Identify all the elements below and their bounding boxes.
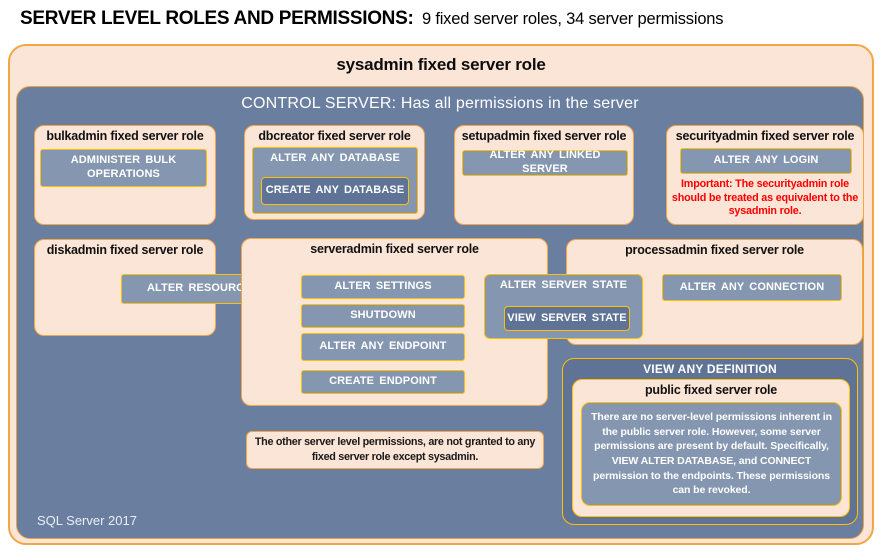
control-server-box: CONTROL SERVER: Has all permissions in t… <box>16 86 864 539</box>
perm-alter-any-login: ALTER ANY LOGIN <box>680 148 852 174</box>
perm-alter-any-endpoint: ALTER ANY ENDPOINT <box>301 333 465 361</box>
bulkadmin-role-box: bulkadmin fixed server role ADMINISTER B… <box>34 125 216 225</box>
processadmin-role-label: processadmin fixed server role <box>625 243 804 257</box>
view-any-definition-label: VIEW ANY DEFINITION <box>643 362 777 376</box>
perm-alter-any-database: ALTER ANY DATABASE CREATE ANY DATABASE <box>252 147 418 214</box>
page-title-sub: 9 fixed server roles, 34 server permissi… <box>421 10 724 28</box>
perm-alter-server-state-label: ALTER SERVER STATE <box>499 279 628 291</box>
dbcreator-role-box: dbcreator fixed server role ALTER ANY DA… <box>244 125 425 220</box>
perm-alter-settings: ALTER SETTINGS <box>301 275 465 299</box>
perm-create-any-database: CREATE ANY DATABASE <box>261 177 409 205</box>
sysadmin-role-box: sysadmin fixed server role CONTROL SERVE… <box>8 44 874 545</box>
perm-alter-any-database-label: ALTER ANY DATABASE <box>270 152 400 164</box>
control-server-heading: CONTROL SERVER: Has all permissions in t… <box>241 95 639 112</box>
dbcreator-role-label: dbcreator fixed server role <box>258 129 411 143</box>
perm-alter-any-linked-server: ALTER ANY LINKED SERVER <box>462 149 628 176</box>
sql-server-version-label: SQL Server 2017 <box>37 513 137 528</box>
perm-create-endpoint: CREATE ENDPOINT <box>301 370 465 394</box>
setupadmin-role-box: setupadmin fixed server role ALTER ANY L… <box>454 125 634 225</box>
bulkadmin-role-label: bulkadmin fixed server role <box>46 129 204 143</box>
page-title-main: SERVER LEVEL ROLES AND PERMISSIONS: <box>20 8 414 29</box>
other-permissions-note: The other server level permissions, are … <box>246 431 544 469</box>
perm-administer-bulk-operations: ADMINISTER BULK OPERATIONS <box>40 149 207 187</box>
perm-shutdown: SHUTDOWN <box>301 304 465 328</box>
public-role-note: There are no server-level permissions in… <box>581 402 842 506</box>
perm-alter-server-state: ALTER SERVER STATE VIEW SERVER STATE <box>484 274 643 339</box>
sysadmin-role-label: sysadmin fixed server role <box>336 55 546 74</box>
diskadmin-role-label: diskadmin fixed server role <box>46 243 204 257</box>
page-title: SERVER LEVEL ROLES AND PERMISSIONS: 9 fi… <box>20 8 724 30</box>
securityadmin-role-box: securityadmin fixed server role ALTER AN… <box>666 125 864 225</box>
securityadmin-role-label: securityadmin fixed server role <box>675 129 855 143</box>
serveradmin-role-label: serveradmin fixed server role <box>310 242 479 256</box>
securityadmin-warning-note: Important: The securityadmin role should… <box>671 178 859 218</box>
perm-view-server-state: VIEW SERVER STATE <box>504 306 630 331</box>
setupadmin-role-label: setupadmin fixed server role <box>461 129 627 143</box>
diskadmin-role-box: diskadmin fixed server role ALTER RESOUR… <box>34 239 285 336</box>
public-role-label: public fixed server role <box>644 383 778 397</box>
perm-alter-any-connection: ALTER ANY CONNECTION <box>662 274 842 301</box>
view-any-definition-box: VIEW ANY DEFINITION public fixed server … <box>562 358 858 525</box>
public-role-box: public fixed server role There are no se… <box>572 379 850 517</box>
